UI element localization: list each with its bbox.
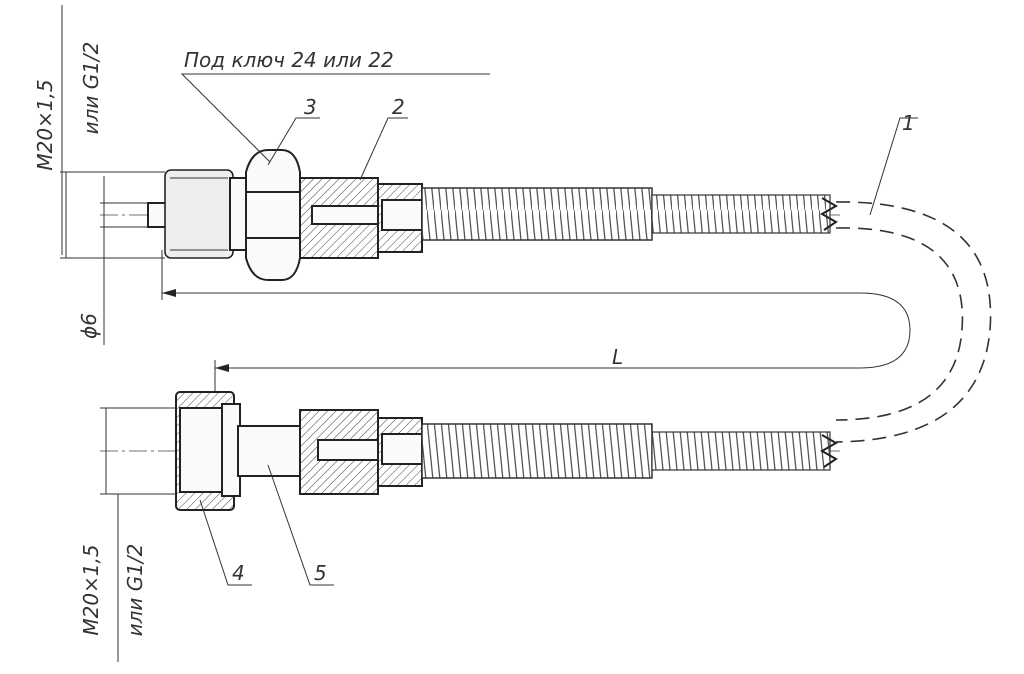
top-hex-nut [245,149,301,281]
diameter-label: ϕ6 [77,313,101,339]
leader-2 [359,117,408,181]
hose-bend-inner [835,227,964,421]
bottom-tube [237,425,303,477]
leader-4 [199,499,252,586]
position-2: 2 [392,95,405,119]
bottom-spring-hose [421,423,653,479]
position-5: 5 [314,561,327,585]
bottom-thread-alt-label: или G1/2 [123,544,147,637]
top-fitting-thread [164,169,234,259]
wrench-note-leader [180,73,490,163]
top-fitting-neck [229,177,247,251]
length-label: L [612,345,623,369]
position-4: 4 [232,561,245,585]
position-1: 1 [902,111,915,135]
leader-5 [267,464,334,586]
top-thread-label: M20×1,5 [33,79,57,170]
bottom-spring-taper [651,431,831,471]
top-assembly [60,5,992,443]
hose-bend-outer [835,201,992,443]
leader-1 [869,117,918,216]
top-spring-taper [651,194,831,234]
leader-lines [180,73,918,586]
wrench-note: Под ключ 24 или 22 [184,48,394,72]
length-dimension [161,250,911,395]
top-spring-hose [421,187,653,241]
top-thread-alt-label: или G1/2 [79,42,103,135]
bottom-thread-label: M20×1,5 [79,544,103,635]
position-3: 3 [304,95,317,119]
bottom-assembly [100,391,840,662]
leader-3 [267,117,320,166]
